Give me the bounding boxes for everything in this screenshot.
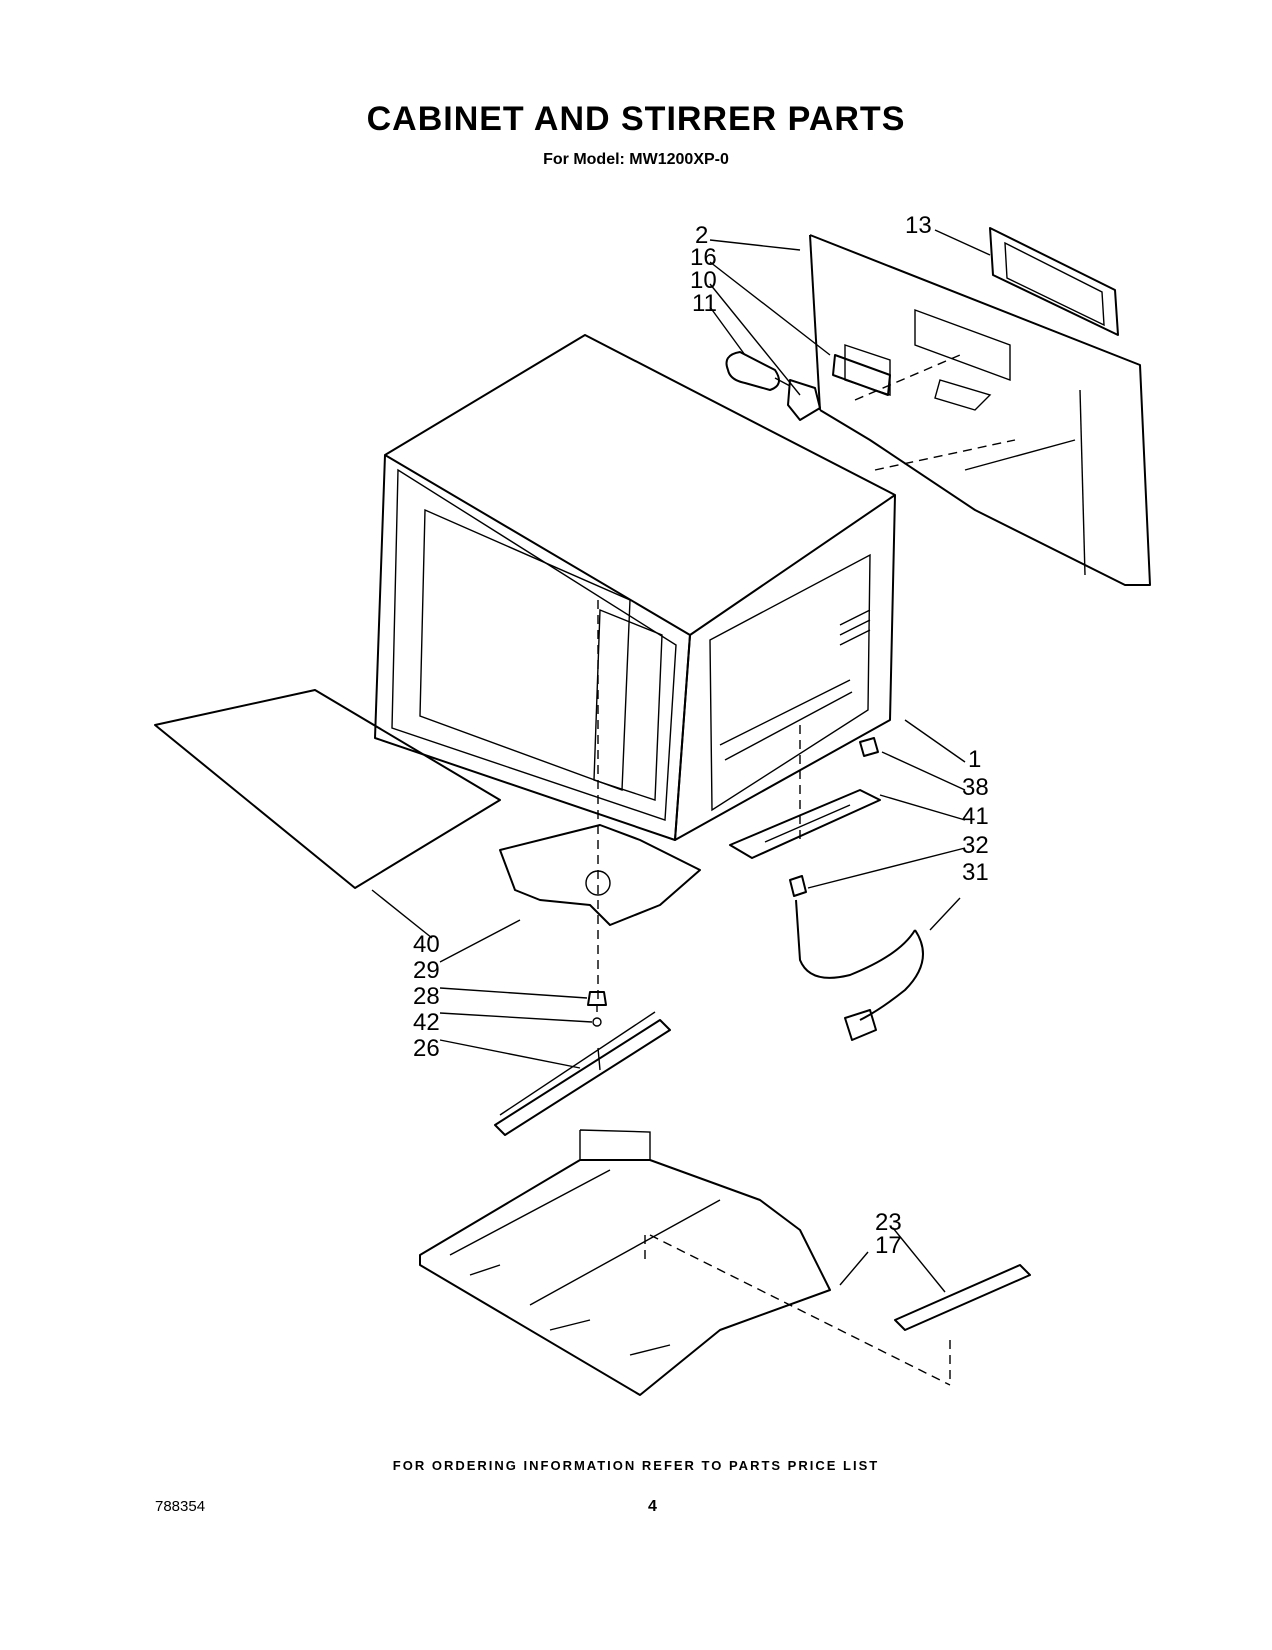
callout-1: 1 bbox=[968, 746, 981, 773]
cord-bracket-part-41 bbox=[729, 789, 881, 859]
leader-lines bbox=[371, 229, 991, 1293]
callout-40: 40 bbox=[413, 931, 440, 958]
strain-relief-part-32 bbox=[789, 875, 807, 897]
ordering-note: FOR ORDERING INFORMATION REFER TO PARTS … bbox=[392, 1458, 880, 1473]
washer-part-42 bbox=[592, 1017, 602, 1027]
model-subtitle: For Model: MW1200XP-0 bbox=[543, 151, 729, 168]
lamp-socket-part-10 bbox=[787, 379, 821, 421]
foot-part-38 bbox=[859, 737, 879, 757]
callout-26: 26 bbox=[413, 1035, 440, 1062]
power-cord-part-31 bbox=[795, 899, 924, 1041]
callout-31: 31 bbox=[962, 859, 989, 886]
callout-11: 11 bbox=[692, 290, 717, 317]
callout-29: 29 bbox=[413, 957, 440, 984]
stirrer-blade-part-29 bbox=[499, 824, 701, 926]
document-number: 788354 bbox=[155, 1498, 206, 1515]
bracket-part-16 bbox=[832, 354, 891, 396]
rear-panel-part-2 bbox=[809, 234, 1151, 586]
callout-13: 13 bbox=[905, 212, 932, 239]
callout-38: 38 bbox=[962, 774, 989, 801]
base-plate-part-17 bbox=[419, 1129, 831, 1396]
cover-plate-part-13 bbox=[989, 227, 1119, 336]
page-title: CABINET AND STIRRER PARTS bbox=[366, 100, 906, 138]
callout-16: 16 bbox=[690, 244, 717, 271]
shaft-bracket-part-26 bbox=[494, 1011, 671, 1136]
callout-2: 2 bbox=[695, 222, 708, 249]
callout-32: 32 bbox=[962, 832, 989, 859]
callout-17: 17 bbox=[875, 1232, 902, 1259]
clip-part-23 bbox=[894, 1264, 1031, 1331]
callout-41: 41 bbox=[962, 803, 989, 830]
assembly-line-panel bbox=[854, 354, 1016, 471]
callout-23: 23 bbox=[875, 1209, 902, 1236]
cabinet-part-1 bbox=[374, 334, 896, 841]
page-number: 4 bbox=[648, 1498, 657, 1515]
tray-part-40 bbox=[154, 689, 501, 889]
callout-42: 42 bbox=[413, 1009, 440, 1036]
lamp-part-11 bbox=[725, 351, 791, 391]
screw-part-28 bbox=[587, 991, 607, 1012]
assembly-line-base bbox=[644, 1234, 951, 1386]
callout-10: 10 bbox=[690, 267, 717, 294]
callout-28: 28 bbox=[413, 983, 440, 1010]
